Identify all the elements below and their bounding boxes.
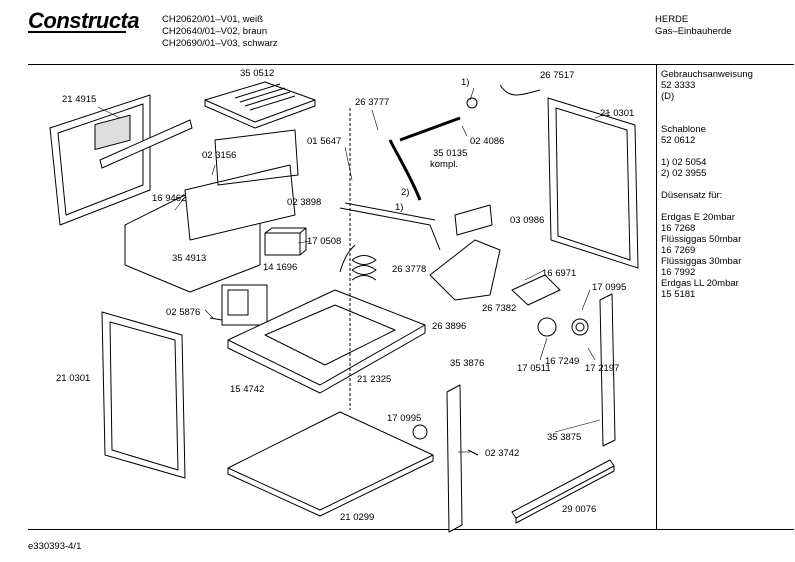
sidebar-line: 15 5181 (661, 289, 696, 300)
sidebar-line: Erdgas LL 20mbar (661, 278, 739, 289)
part-label: 17 2197 (585, 363, 620, 374)
part-label: 35 3875 (547, 432, 582, 443)
diagram-frame (28, 64, 794, 530)
sidebar-line: Schablone (661, 124, 706, 135)
sidebar-line: 16 7269 (661, 245, 696, 256)
part-label: 35 3876 (450, 358, 485, 369)
oven-tray (227, 289, 426, 394)
part-label: kompl. (430, 159, 458, 170)
part-label: 26 7382 (482, 303, 517, 314)
model-line-2: CH20640/01–V02, braun (162, 26, 268, 37)
sidebar-line: Flüssiggas 30mbar (661, 256, 742, 267)
top-panel (204, 81, 316, 129)
part-label: 02 3898 (287, 197, 322, 208)
part-label: 26 3896 (432, 321, 467, 332)
back-panel-left (49, 94, 193, 226)
part-label: 16 9462 (152, 193, 187, 204)
part-label: 01 5647 (307, 136, 342, 147)
part-label: 35 0512 (240, 68, 275, 79)
part-label: 17 0511 (517, 363, 551, 374)
part-label: 02 5876 (166, 307, 201, 318)
side-panel-left (101, 311, 186, 479)
part-label: 26 3777 (355, 97, 390, 108)
product-subtitle: Gas–Einbauherde (655, 26, 732, 37)
part-label: 16 6971 (542, 268, 577, 279)
part-label: 29 0076 (562, 504, 597, 515)
sidebar-line: Erdgas E 20mbar (661, 212, 735, 223)
part-label: 03 0986 (510, 215, 545, 226)
part-label: 26 3778 (392, 264, 427, 275)
sidebar-line: 2) 02 3955 (661, 168, 707, 179)
gas-pipe (339, 108, 461, 410)
part-label: 35 0135 (433, 148, 468, 159)
door-handle (511, 459, 615, 524)
part-label: 21 0299 (340, 512, 375, 523)
sidebar-line: (D) (661, 91, 675, 102)
part-label: 26 7517 (540, 70, 575, 81)
sidebar-divider (656, 64, 658, 529)
document-id: e330393-4/1 (28, 541, 82, 552)
part-label: 2) (401, 187, 410, 198)
small-parts (209, 84, 541, 456)
part-label: 21 0301 (56, 373, 91, 384)
part-label: 21 0301 (600, 108, 635, 119)
sidebar-line: 16 7992 (661, 267, 696, 278)
switches (511, 274, 589, 337)
part-label: 14 1696 (263, 262, 298, 273)
part-label: 16 7249 (545, 356, 580, 367)
part-label: 15 4742 (230, 384, 265, 395)
sidebar-line: Gebrauchsanweisung (661, 69, 753, 80)
part-label: 21 2325 (357, 374, 392, 385)
model-line-3: CH20690/01–V03, schwarz (162, 38, 278, 49)
sidebar-line: Flüssiggas 50mbar (661, 234, 742, 245)
sidebar-line: 1) 02 5054 (661, 157, 707, 168)
valve-block (221, 227, 307, 326)
bottom-plate (227, 411, 434, 517)
part-label: 02 4086 (470, 136, 505, 147)
thermostat-bracket (429, 204, 501, 301)
leader-lines (97, 87, 611, 453)
model-line-1: CH20620/01–V01, weiß (162, 14, 263, 25)
side-bracket (124, 129, 299, 293)
brand-logo: Constructa (28, 8, 140, 33)
sidebar-line: Düsensatz für: (661, 190, 723, 201)
sidebar-line: 52 0612 (661, 135, 696, 146)
side-panel-right (547, 97, 639, 269)
product-title: HERDE (655, 14, 689, 25)
part-label: 35 4913 (172, 253, 207, 264)
part-label: 1) (395, 202, 404, 213)
side-rails (446, 293, 616, 533)
logo-underline (28, 31, 126, 33)
part-label: 02 3742 (485, 448, 520, 459)
part-label: 17 0508 (307, 236, 342, 247)
part-label: 17 0995 (592, 282, 627, 293)
sidebar-line: 16 7268 (661, 223, 696, 234)
part-label: 1) (461, 77, 470, 88)
sidebar-line: 52 3333 (661, 80, 696, 91)
part-label: 17 0995 (387, 413, 422, 424)
part-label: 02 3156 (202, 150, 237, 161)
part-label: 21 4915 (62, 94, 97, 105)
